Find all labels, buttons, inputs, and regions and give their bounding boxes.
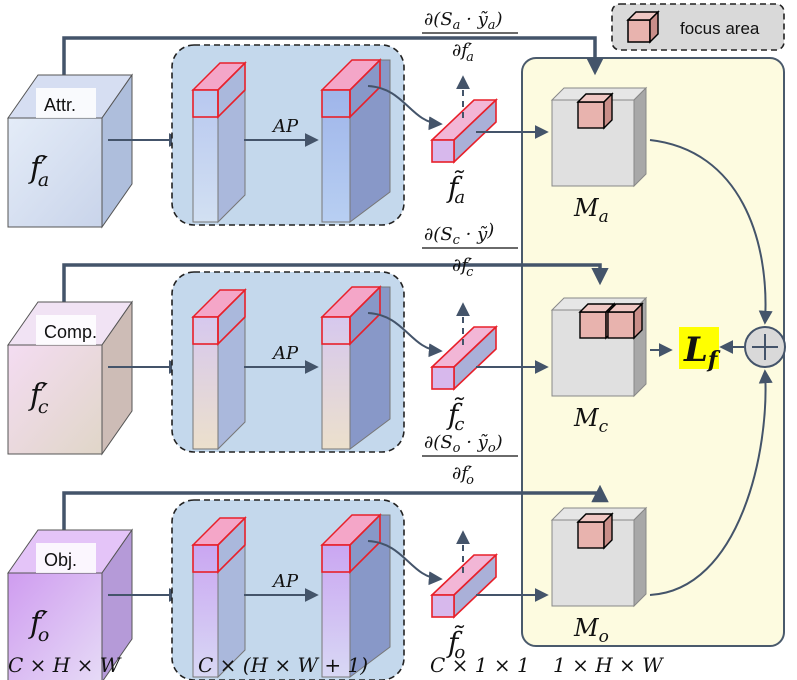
extract-arrow-comp [367, 312, 443, 358]
grad-numer-sub: o [453, 441, 461, 456]
pooled-bar-attr [320, 58, 391, 223]
feature-symbol: f′ [28, 378, 48, 413]
ap-label: AP [271, 343, 299, 364]
svg-text:Mo: Mo [573, 614, 609, 647]
svg-text:∂f′o: ∂f′o [452, 463, 474, 488]
dim-map: 1 × H × W [553, 653, 664, 677]
grad-numer-close: ) [495, 9, 503, 30]
attention-map-attr [550, 86, 648, 188]
ap-label: AP [271, 571, 299, 592]
feature-symbol: f′ [28, 151, 48, 186]
grad-numer: ∂(S [424, 432, 453, 453]
branch-tag-comp [36, 315, 96, 345]
pooled-vector-obj [430, 553, 498, 619]
feature-bar-comp [191, 288, 247, 451]
map-subscript: c [599, 417, 609, 437]
attention-map-obj [550, 506, 648, 608]
svg-text:f̃c: f̃c [446, 397, 465, 435]
svg-text:f′c: f′c [28, 378, 49, 418]
legend-cube-icon [626, 10, 660, 44]
feature-subscript: a [38, 169, 49, 191]
loss-highlight [679, 327, 719, 369]
grad-numer-close: ) [486, 220, 494, 241]
loss-term: Lf [679, 327, 721, 373]
grad-path-attr [62, 36, 604, 76]
branch-name: Comp. [44, 322, 97, 342]
pooled-vector-attr [430, 98, 498, 164]
feature-symbol: f′ [28, 606, 48, 641]
ap-label: AP [271, 116, 299, 137]
svg-text:f′o: f′o [28, 606, 49, 646]
grad-denom-sub: o [466, 473, 474, 488]
svg-text:∂(Sa · ỹa): ∂(Sa · ỹa) [424, 9, 503, 33]
map-a-to-sum-arrow [649, 139, 773, 325]
svg-text:Mc: Mc [573, 404, 609, 437]
dim-input: C × H × W [8, 653, 122, 677]
map-symbol: M [573, 194, 600, 222]
loss-subscript: f [706, 347, 721, 373]
grad-denom: ∂f′ [452, 40, 472, 61]
pooled-bar-obj [320, 513, 391, 678]
legend-label: focus area [680, 19, 760, 38]
pooled-bar-comp [320, 285, 391, 450]
svg-text:∂(Sc · ỹ): ∂(Sc · ỹ) [424, 220, 494, 248]
map-subscript: a [599, 207, 609, 227]
grad-numer-rest: · ỹ [460, 9, 488, 30]
grad-numer: ∂(S [424, 9, 453, 30]
svg-text:f′a: f′a [28, 151, 49, 191]
svg-text:f̃a: f̃a [446, 170, 465, 208]
branch-name: Attr. [44, 95, 76, 115]
focus-cell [576, 512, 614, 550]
grad-numer: ∂(S [424, 224, 453, 245]
focus-cell [576, 92, 614, 130]
grad-path-obj [62, 484, 609, 530]
grad-numer-rest-sub: o [488, 441, 496, 456]
grad-numer-rest: · ỹ [460, 224, 488, 245]
branch-tag-attr [36, 88, 96, 118]
feature-bar-obj [191, 516, 247, 679]
grad-numer-sub: a [453, 18, 461, 33]
grad-numer-rest-sub: a [488, 18, 496, 33]
map-subscript: o [599, 627, 609, 647]
svg-text:∂f′a: ∂f′a [452, 40, 474, 65]
focus-cell [606, 302, 644, 340]
pooled-subscript: c [454, 414, 464, 435]
sum-node [744, 326, 786, 368]
grad-numer-rest: · ỹ [461, 432, 489, 453]
map-o-to-sum-arrow [649, 369, 773, 596]
grad-denom: ∂f′ [452, 255, 472, 276]
grad-denom: ∂f′ [452, 463, 472, 484]
svg-text:Ma: Ma [573, 194, 609, 227]
grad-numer-close: ) [495, 432, 503, 453]
extract-arrow-attr [367, 85, 443, 131]
map-symbol: M [573, 614, 600, 642]
svg-text:∂f′c: ∂f′c [452, 255, 474, 280]
grad-path-comp [62, 263, 609, 302]
grad-numer-sub: c [453, 233, 461, 248]
pooled-subscript: a [454, 187, 465, 208]
dim-vector: C × 1 × 1 [430, 653, 530, 677]
map-symbol: M [573, 404, 600, 432]
branch-name: Obj. [44, 550, 77, 570]
grad-denom-sub: c [466, 265, 474, 280]
pooled-vector-comp [430, 325, 498, 391]
legend: focus area [611, 3, 785, 51]
attention-map-comp [550, 296, 648, 398]
feature-subscript: o [38, 624, 49, 646]
grad-denom-sub: a [466, 50, 474, 65]
svg-text:Lf: Lf [683, 330, 721, 373]
feature-subscript: c [38, 396, 49, 418]
dim-pooled: C × (H × W + 1) [198, 653, 368, 677]
loss-symbol: L [683, 330, 708, 370]
feature-bar-attr [191, 61, 247, 224]
pooled-subscript: o [454, 642, 465, 663]
svg-text:∂(So · ỹo): ∂(So · ỹo) [424, 432, 503, 456]
extract-arrow-obj [367, 540, 443, 586]
branch-tag-obj [36, 543, 96, 573]
